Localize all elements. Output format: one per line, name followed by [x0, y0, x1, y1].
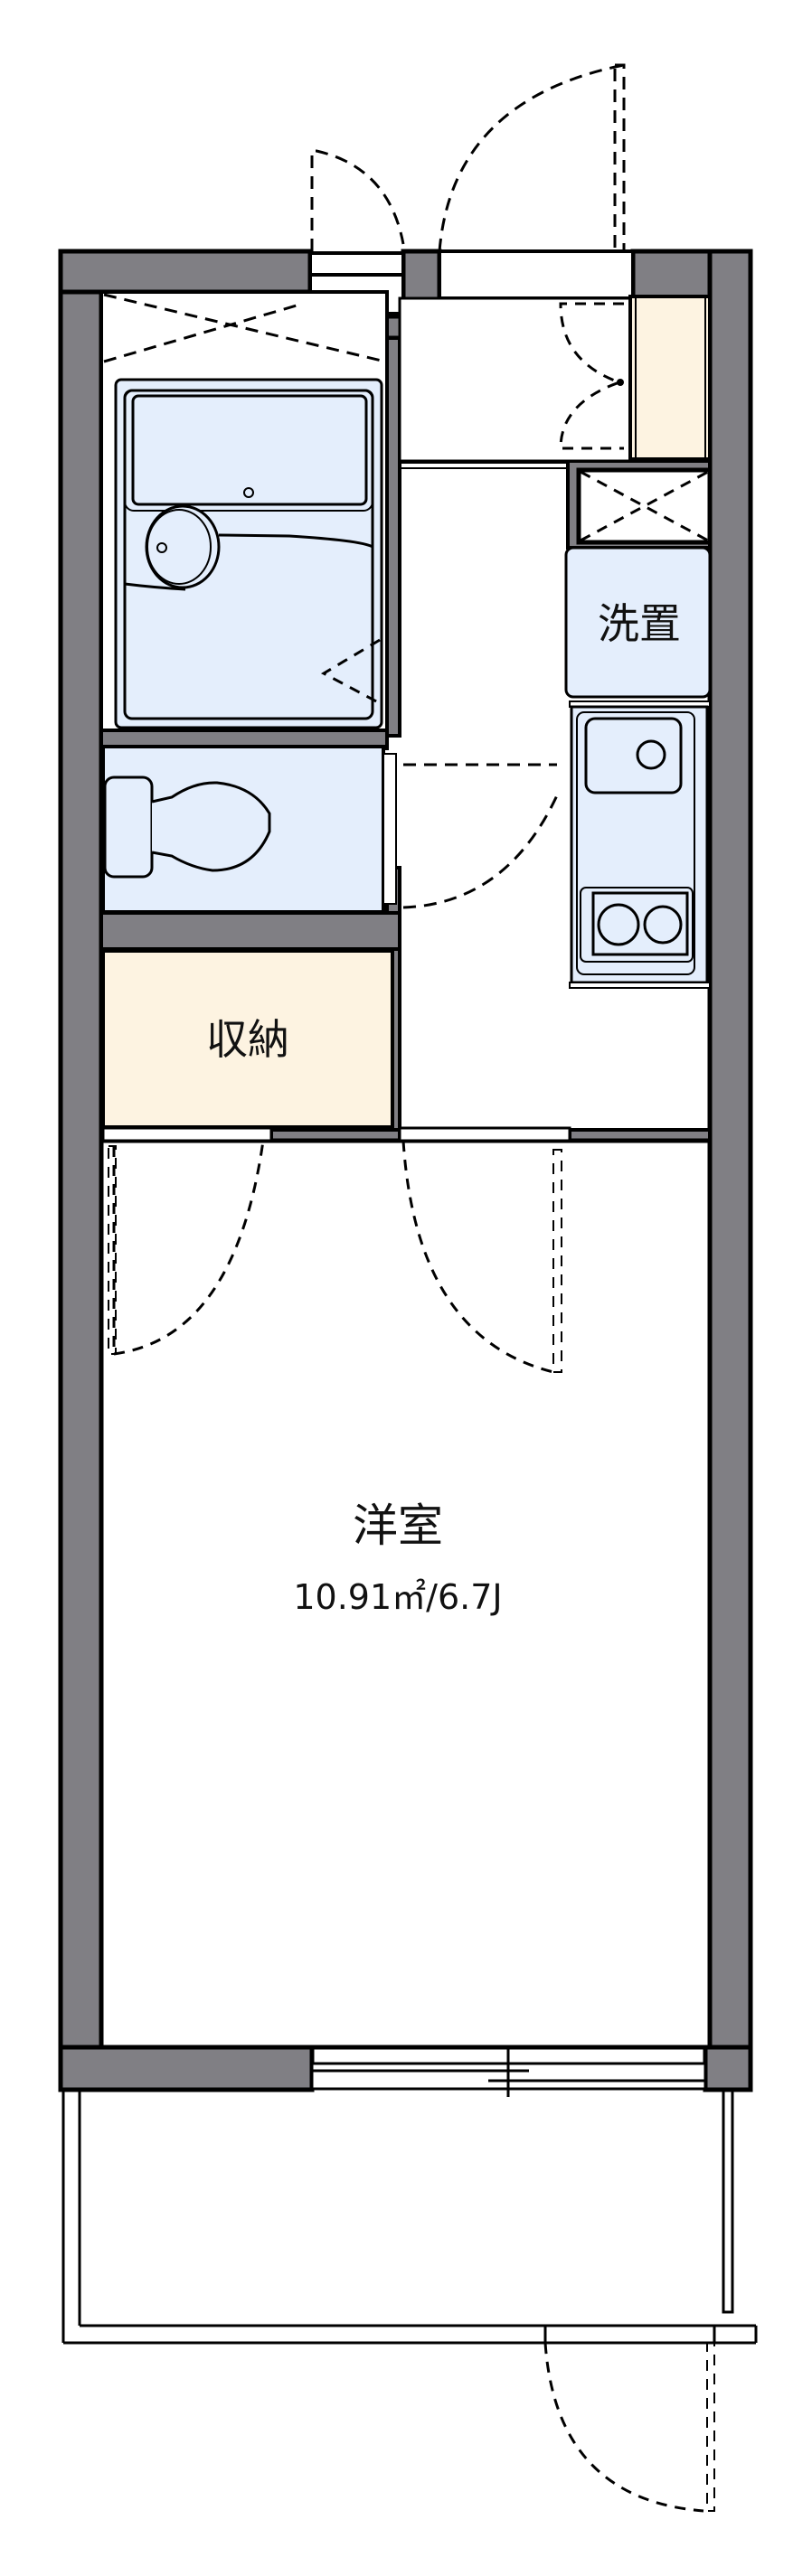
- western-room-label: 洋室: [353, 1500, 443, 1552]
- sliding-window: [310, 2048, 707, 2097]
- washer-space-label: 洗置: [598, 599, 681, 648]
- toilet-room: [101, 745, 397, 914]
- washer-space: [564, 546, 712, 699]
- balcony: [61, 2088, 758, 2345]
- storage-label: 収納: [206, 1015, 289, 1064]
- storage-cabinet: [576, 467, 713, 545]
- western-room-area: 10.91㎡/6.7J: [293, 1577, 503, 1617]
- bathroom: [99, 290, 389, 732]
- entrance-door: [438, 63, 635, 300]
- western-room: [99, 1126, 713, 2050]
- hall: [398, 296, 632, 469]
- kitchen-counter: [569, 700, 711, 989]
- shoe-closet: [559, 295, 712, 461]
- storage-closet: [101, 949, 394, 1129]
